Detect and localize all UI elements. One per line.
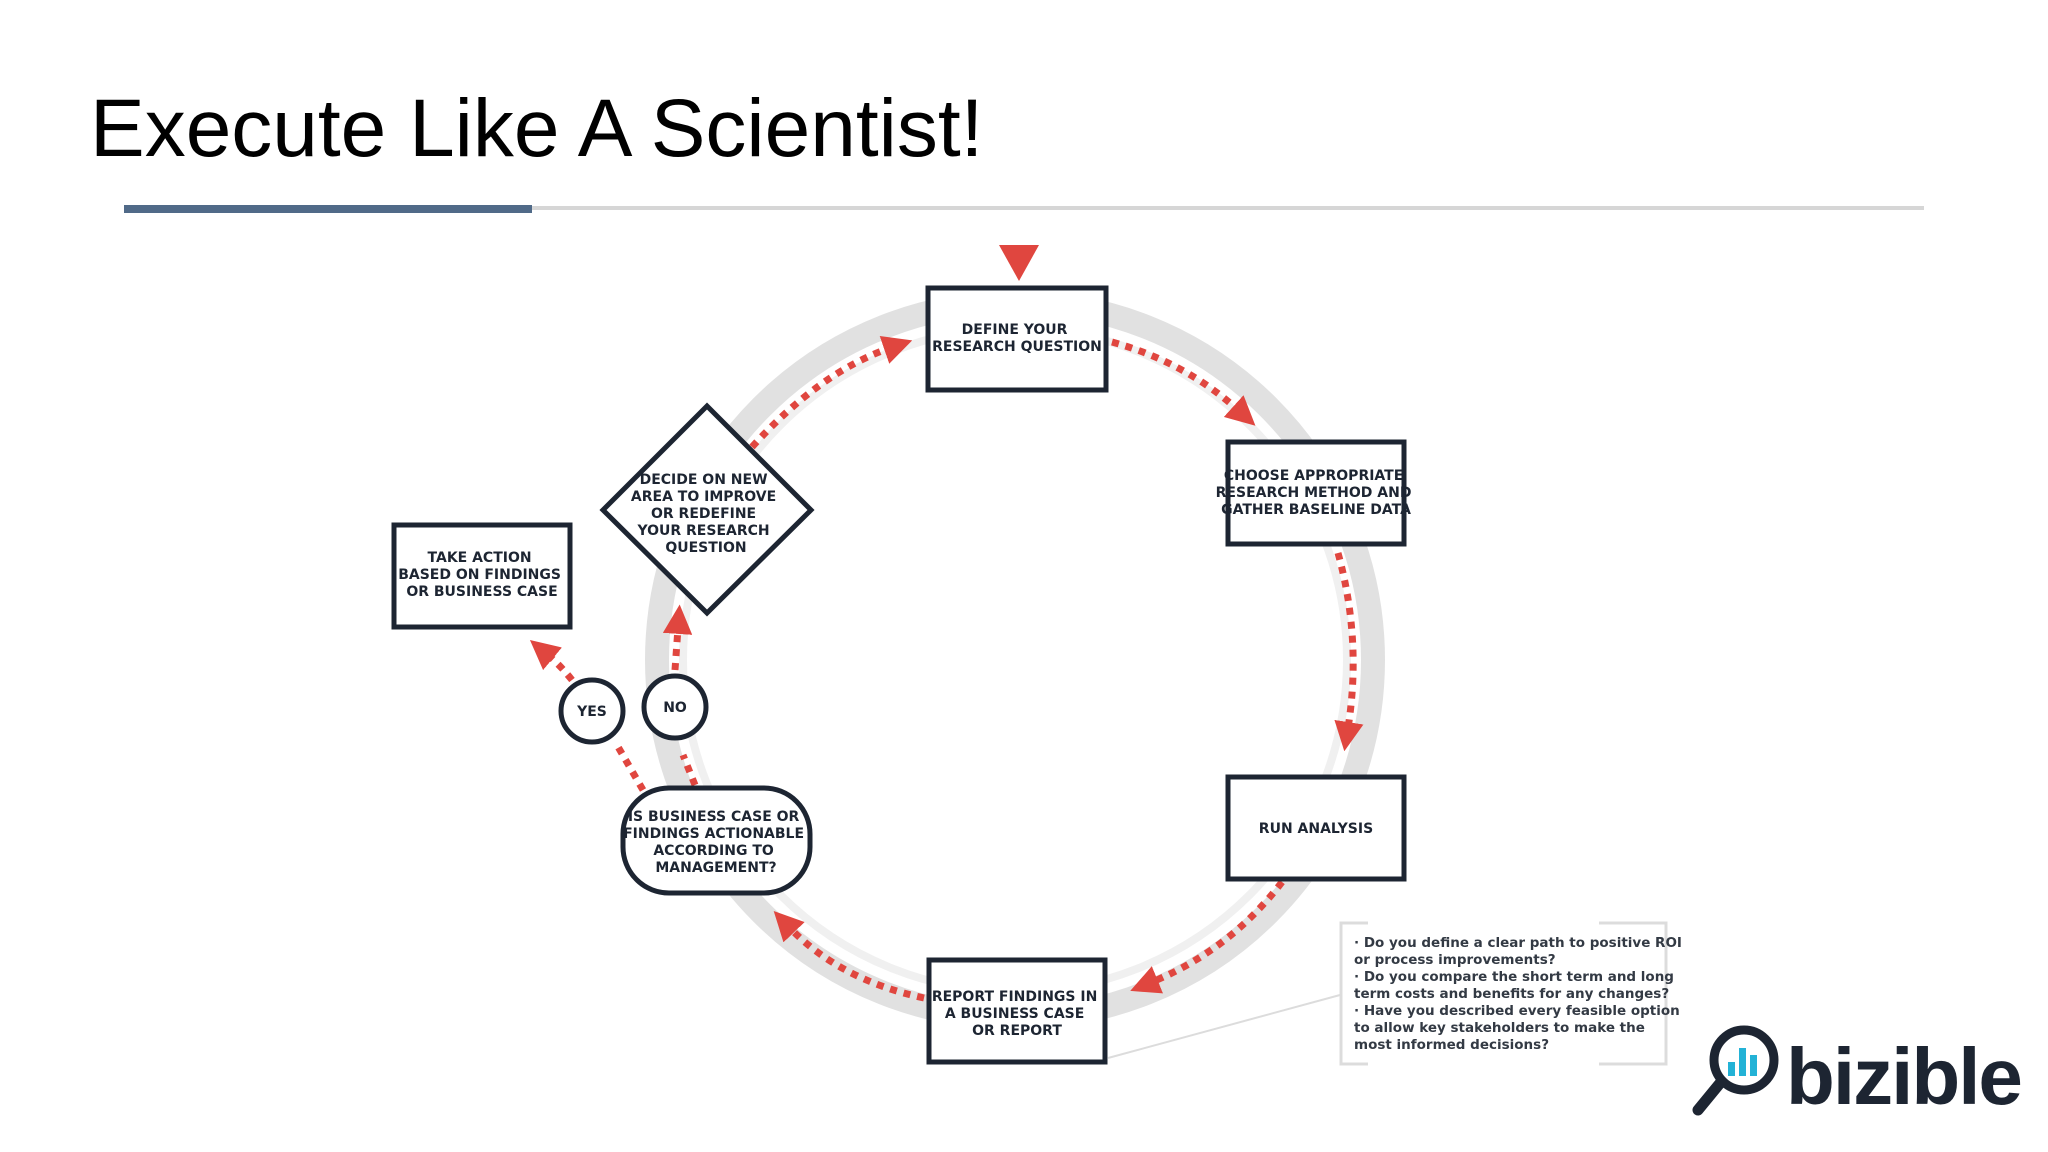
- svg-text:· Do you define a clear path t: · Do you define a clear path to positive…: [1354, 935, 1687, 1053]
- step-actionable-line-2: FINDINGS ACTIONABLE: [623, 826, 804, 842]
- note-connector: [1107, 994, 1341, 1059]
- note-line-5: · Have you described every feasible opti…: [1354, 1003, 1680, 1019]
- step-take-action-line-2: BASED ON FINDINGS: [398, 567, 561, 583]
- step-define: DEFINE YOUR RESEARCH QUESTION: [925, 285, 1109, 393]
- step-run-analysis-line-1: RUN ANALYSIS: [1259, 821, 1373, 837]
- arrow-define-to-choose: [1111, 338, 1256, 426]
- note-line-2: or process improvements?: [1354, 952, 1556, 968]
- note-box: · Do you define a clear path to positive…: [1339, 921, 1687, 1066]
- step-decide-line-1: DECIDE ON NEW: [640, 472, 768, 488]
- note-line-4: term costs and benefits for any changes?: [1354, 986, 1669, 1002]
- arrow-no-to-decide: [662, 604, 693, 671]
- step-choose: CHOOSE APPROPRIATE RESEARCH METHOD AND G…: [1216, 439, 1417, 547]
- svg-text:CHOOSE APPROPRIATE RESEA: CHOOSE APPROPRIATE RESEARCH METHOD AND G…: [1216, 468, 1417, 518]
- logo-wordmark: bizible: [1786, 1032, 2023, 1121]
- arrow-analysis-to-report: [1130, 879, 1285, 994]
- title-divider-accent: [124, 205, 532, 213]
- step-decide-line-5: QUESTION: [665, 540, 746, 556]
- cycle-ring-inner: [679, 324, 1351, 996]
- svg-text:REPORT FINDINGS IN A BUS: REPORT FINDINGS IN A BUSINESS CASE OR RE…: [932, 989, 1102, 1039]
- step-decide: DECIDE ON NEW AREA TO IMPROVE OR REDEFIN…: [599, 402, 815, 617]
- note-line-1: · Do you define a clear path to positive…: [1354, 935, 1682, 951]
- no-node: NO: [641, 673, 709, 741]
- step-take-action: TAKE ACTION BASED ON FINDINGS OR BUSINES…: [391, 522, 573, 630]
- note-line-7: most informed decisions?: [1354, 1037, 1549, 1053]
- step-actionable-line-4: MANAGEMENT?: [655, 860, 776, 876]
- title-divider: [124, 206, 1924, 210]
- step-take-action-line-1: TAKE ACTION: [428, 550, 532, 566]
- arrow-report-to-actionable: [773, 911, 925, 1002]
- note-line-3: · Do you compare the short term and long: [1354, 969, 1674, 985]
- step-actionable-line-1: IS BUSINESS CASE OR: [628, 809, 800, 825]
- svg-text:TAKE ACTION BASED ON FIN: TAKE ACTION BASED ON FINDINGS OR BUSINES…: [398, 550, 566, 600]
- step-choose-line-2: RESEARCH METHOD AND: [1216, 485, 1412, 501]
- step-report-line-1: REPORT FINDINGS IN: [932, 989, 1098, 1005]
- bizible-logo: bizible: [1686, 1022, 2023, 1132]
- step-run-analysis: RUN ANALYSIS: [1225, 774, 1407, 882]
- step-report: REPORT FINDINGS IN A BUSINESS CASE OR RE…: [926, 957, 1108, 1065]
- step-decide-line-4: YOUR RESEARCH: [636, 523, 769, 539]
- step-define-line-1: DEFINE YOUR: [962, 322, 1068, 338]
- step-decide-line-3: OR REDEFINE: [651, 506, 756, 522]
- arrow-yes-to-take-action: [529, 639, 575, 683]
- svg-text:DEFINE YOUR RESEARCH QUE: DEFINE YOUR RESEARCH QUESTION: [932, 322, 1102, 355]
- cycle-ring: [645, 290, 1385, 1030]
- arrow-actionable-to-no: [679, 753, 699, 787]
- step-define-line-2: RESEARCH QUESTION: [932, 339, 1102, 355]
- svg-text:IS BUSINESS CASE OR FIND: IS BUSINESS CASE OR FINDINGS ACTIONABLE …: [623, 809, 809, 876]
- no-label: NO: [663, 700, 687, 716]
- step-choose-line-1: CHOOSE APPROPRIATE: [1224, 468, 1403, 484]
- step-decide-line-2: AREA TO IMPROVE: [631, 489, 776, 505]
- arrow-choose-to-analysis: [1334, 552, 1364, 752]
- svg-text:RUN ANALYSIS: RUN ANALYSIS: [1259, 821, 1373, 837]
- step-choose-line-3: GATHER BASELINE DATA: [1221, 502, 1411, 518]
- arrow-actionable-to-yes: [613, 743, 647, 792]
- yes-node: YES: [558, 677, 626, 745]
- entry-arrow-icon: [999, 245, 1039, 281]
- step-actionable-question: IS BUSINESS CASE OR FINDINGS ACTIONABLE …: [620, 785, 813, 896]
- slide-title: Execute Like A Scientist!: [90, 83, 984, 174]
- step-report-line-3: OR REPORT: [972, 1023, 1062, 1039]
- svg-text:DECIDE ON NEW AREA TO IM: DECIDE ON NEW AREA TO IMPROVE OR REDEFIN…: [631, 472, 781, 556]
- yes-label: YES: [576, 704, 607, 720]
- step-report-line-2: A BUSINESS CASE: [945, 1006, 1085, 1022]
- step-take-action-line-3: OR BUSINESS CASE: [406, 584, 557, 600]
- step-actionable-line-3: ACCORDING TO: [653, 843, 774, 859]
- magnifier-chart-icon: [1692, 1025, 1779, 1116]
- note-line-6: to allow key stakeholders to make the: [1354, 1020, 1645, 1036]
